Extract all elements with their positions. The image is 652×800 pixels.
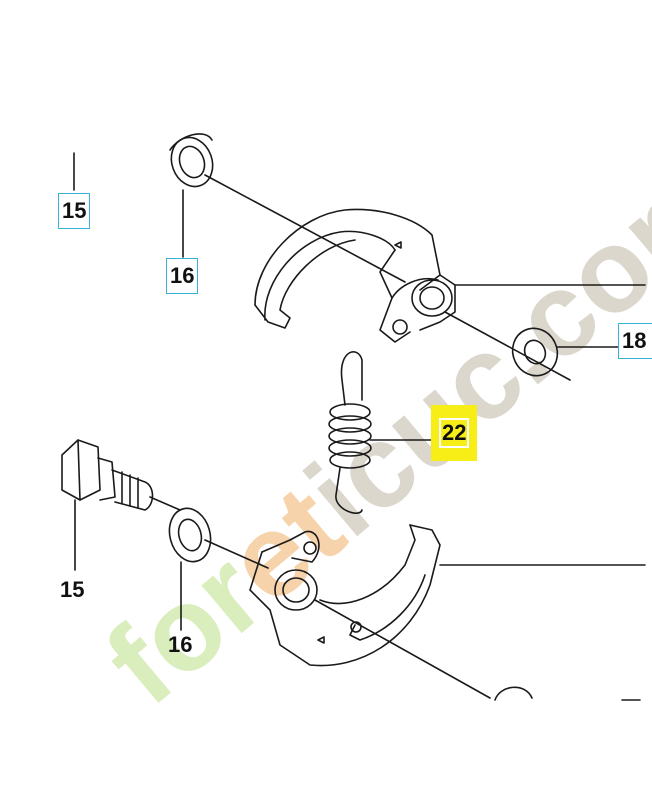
spring bbox=[328, 351, 372, 514]
washer-bottom bbox=[168, 507, 212, 563]
label-16-top: 16 bbox=[166, 258, 199, 294]
label-15-top: 15 bbox=[58, 193, 91, 229]
bolt bbox=[61, 439, 154, 511]
label-15-bottom: 15 bbox=[60, 577, 85, 602]
clutch-shoe-bottom bbox=[249, 524, 441, 667]
axis-line-bolt bbox=[149, 496, 181, 511]
axis-line-mid bbox=[444, 311, 571, 381]
label-18: 18 bbox=[618, 323, 652, 359]
clutch-shoe-top bbox=[254, 208, 456, 343]
axis-line-top bbox=[204, 174, 406, 283]
axis-line-bottom bbox=[204, 539, 269, 569]
washer-top bbox=[169, 133, 214, 188]
label-22-text: 22 bbox=[439, 418, 470, 448]
label-22-highlighted: 22 bbox=[431, 405, 478, 461]
label-16-bottom: 16 bbox=[168, 632, 193, 657]
axis-line-lower bbox=[314, 599, 491, 699]
washer-right bbox=[511, 327, 559, 377]
washer-bottom-right-partial bbox=[494, 686, 533, 701]
